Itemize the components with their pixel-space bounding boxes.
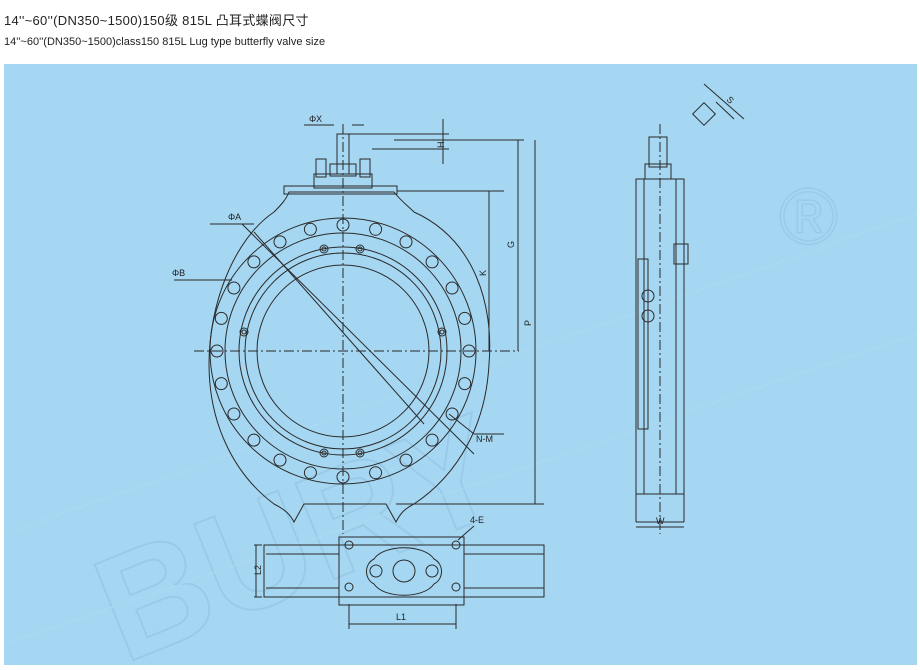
bolt-hole <box>247 255 261 269</box>
watermark-text: BURY <box>73 381 525 665</box>
tapped-hole <box>321 246 327 252</box>
tapped-hole <box>437 327 447 337</box>
bolt-hole <box>425 255 439 269</box>
label-l2: L2 <box>253 565 263 575</box>
valve-drawing: BURY ® <box>3 83 918 670</box>
label-n-m: N-M <box>476 434 493 444</box>
side-view <box>635 124 689 534</box>
stem-square-detail <box>691 83 745 127</box>
label-p: P <box>523 320 533 326</box>
label-phi-x: ΦX <box>309 114 322 124</box>
tapped-hole <box>357 246 363 252</box>
watermark: BURY ® <box>3 171 918 670</box>
bolt-hole <box>369 466 383 480</box>
tapped-holes <box>239 244 447 458</box>
label-g: G <box>506 241 516 248</box>
bolt-hole <box>462 344 476 358</box>
bolt-hole <box>399 235 413 249</box>
label-phi-b: ΦB <box>172 268 185 278</box>
drawing-panel: BURY ® <box>3 64 918 670</box>
label-l1: L1 <box>396 612 406 622</box>
tapped-hole <box>239 327 249 337</box>
bolt-hole <box>303 466 317 480</box>
label-w: W <box>656 516 665 526</box>
registered-mark: ® <box>779 172 838 261</box>
bottom-view <box>254 525 545 629</box>
bolt-hole <box>227 407 241 421</box>
top-flange <box>283 185 398 195</box>
bolt-hole <box>445 407 459 421</box>
bolt-hole <box>445 281 459 295</box>
bolt-hole <box>273 453 287 467</box>
bolt-hole <box>399 453 413 467</box>
bolt-hole <box>247 433 261 447</box>
tapped-hole <box>355 448 365 458</box>
tapped-hole <box>357 450 363 456</box>
title-english: 14''~60''(DN350~1500)class150 815L Lug t… <box>4 36 326 48</box>
bolt-hole <box>425 433 439 447</box>
label-s: S <box>725 94 736 105</box>
label-4-e: 4-E <box>470 515 484 525</box>
label-k: K <box>478 270 488 276</box>
bolt-hole <box>273 235 287 249</box>
bolt-holes <box>210 218 476 484</box>
bolt-hole <box>303 222 317 236</box>
title-chinese: 14''~60''(DN350~1500)150级 815L 凸耳式蝶阀尺寸 <box>4 13 309 28</box>
tapped-hole <box>439 329 445 335</box>
label-h: H <box>436 142 446 149</box>
label-phi-a: ΦA <box>228 212 241 222</box>
tapped-hole <box>319 448 329 458</box>
bolt-hole <box>458 377 472 391</box>
bolt-hole <box>458 311 472 325</box>
tapped-hole <box>321 450 327 456</box>
bolt-hole <box>210 344 224 358</box>
tapped-hole <box>319 244 329 254</box>
tapped-hole <box>355 244 365 254</box>
bolt-hole <box>214 311 228 325</box>
bolt-hole <box>214 377 228 391</box>
bolt-hole <box>227 281 241 295</box>
bolt-hole <box>369 222 383 236</box>
tapped-hole <box>241 329 247 335</box>
valve-body-outline <box>208 191 491 524</box>
